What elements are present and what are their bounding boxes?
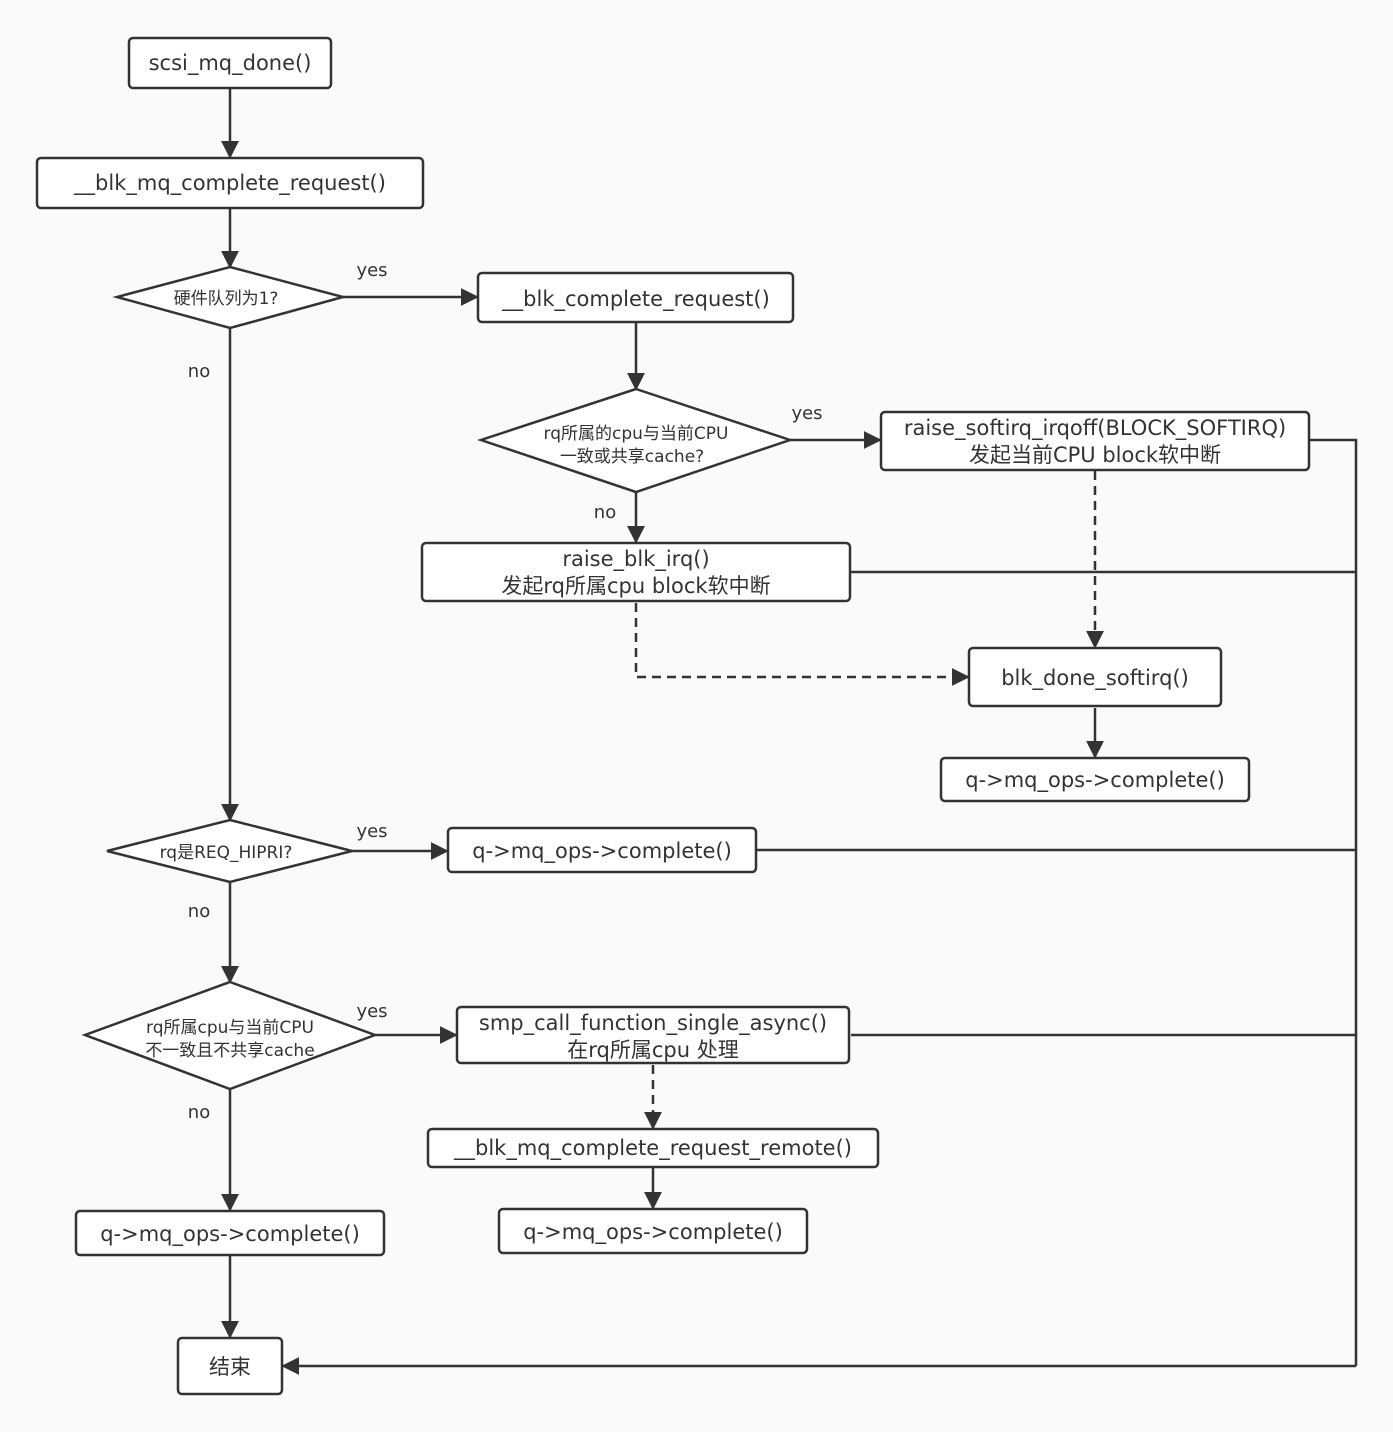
node-blk-mq-complete-request-label: __blk_mq_complete_request() — [73, 171, 386, 196]
label-samecpu-no: no — [594, 502, 616, 523]
label-hipri-yes: yes — [356, 821, 387, 842]
node-complete-remote: q->mq_ops->complete() — [497, 1207, 809, 1255]
node-raise-blk-irq-label-line2: 发起rq所属cpu block软中断 — [501, 574, 770, 598]
node-hipri-decision-shape — [106, 818, 353, 884]
label-samecpu-yes: yes — [791, 403, 822, 424]
node-hipri-decision-label: rq是REQ_HIPRI? — [160, 843, 293, 863]
node-complete-request-remote-shape — [426, 1127, 880, 1169]
node-same-cpu-decision-label-line1: rq所属的cpu与当前CPU — [544, 424, 729, 444]
node-diff-cpu-decision-label-line2: 不一致且不共享cache — [145, 1041, 314, 1061]
label-hwqueue-yes: yes — [356, 260, 387, 281]
node-scsi-mq-done-label: scsi_mq_done() — [149, 51, 312, 76]
label-hwqueue-no: no — [188, 361, 210, 382]
node-end: 结束 — [176, 1336, 284, 1396]
node-complete-local-shape — [74, 1209, 386, 1257]
node-complete-softirq-shape — [939, 756, 1251, 803]
node-complete-request-remote-label: __blk_mq_complete_request_remote() — [453, 1136, 852, 1161]
node-blk-done-softirq-label: blk_done_softirq() — [1001, 666, 1189, 691]
node-complete-request-remote: __blk_mq_complete_request_remote() — [426, 1127, 880, 1169]
label-diffcpu-yes: yes — [356, 1001, 387, 1022]
node-complete-remote-shape — [497, 1207, 809, 1255]
node-blk-done-softirq-shape — [967, 646, 1223, 708]
node-smp-call: smp_call_function_single_async() 在rq所属cp… — [455, 1005, 851, 1065]
node-blk-complete-request-shape — [476, 271, 795, 324]
node-complete-hipri-shape — [446, 826, 758, 874]
node-smp-call-label-line1: smp_call_function_single_async() — [479, 1011, 827, 1036]
node-scsi-mq-done-shape — [127, 36, 333, 90]
node-blk-mq-complete-request: __blk_mq_complete_request() — [35, 156, 425, 210]
label-diffcpu-no: no — [188, 1102, 210, 1123]
node-blk-mq-complete-request-shape — [35, 156, 425, 210]
node-blk-complete-request-label: __blk_complete_request() — [501, 287, 770, 312]
node-raise-blk-irq: raise_blk_irq() 发起rq所属cpu block软中断 — [420, 541, 852, 603]
node-raise-softirq-shape — [879, 410, 1311, 472]
node-complete-hipri-label: q->mq_ops->complete() — [472, 839, 732, 864]
node-smp-call-shape — [455, 1005, 851, 1065]
node-raise-blk-irq-label-line1: raise_blk_irq() — [562, 547, 709, 572]
node-same-cpu-decision: rq所属的cpu与当前CPU 一致或共享cache? — [477, 387, 794, 494]
edge-labels: yes no yes no yes no yes no — [188, 260, 823, 1123]
node-complete-local: q->mq_ops->complete() — [74, 1209, 386, 1257]
edge-blk-irq-to-done-softirq — [634, 603, 970, 686]
node-complete-hipri: q->mq_ops->complete() — [446, 826, 758, 874]
node-blk-complete-request: __blk_complete_request() — [476, 271, 795, 324]
node-complete-softirq: q->mq_ops->complete() — [939, 756, 1251, 803]
node-complete-remote-label: q->mq_ops->complete() — [523, 1220, 783, 1245]
edges — [221, 88, 1358, 1375]
node-hw-queue-decision-shape — [112, 265, 348, 330]
node-raise-softirq-label-line2: 发起当前CPU block软中断 — [969, 443, 1221, 467]
node-end-label: 结束 — [209, 1355, 251, 1379]
node-hw-queue-decision-label: 硬件队列为1? — [174, 289, 279, 309]
node-hw-queue-decision: 硬件队列为1? — [112, 265, 348, 330]
node-raise-softirq-label-line1: raise_softirq_irqoff(BLOCK_SOFTIRQ) — [904, 416, 1286, 441]
node-blk-done-softirq: blk_done_softirq() — [967, 646, 1223, 708]
node-same-cpu-decision-shape — [477, 387, 794, 494]
node-raise-softirq: raise_softirq_irqoff(BLOCK_SOFTIRQ) 发起当前… — [879, 410, 1311, 472]
node-same-cpu-decision-label-line2: 一致或共享cache? — [560, 447, 704, 467]
node-raise-blk-irq-shape — [420, 541, 852, 603]
node-end-shape — [176, 1336, 284, 1396]
node-scsi-mq-done: scsi_mq_done() — [127, 36, 333, 90]
node-complete-local-label: q->mq_ops->complete() — [100, 1222, 360, 1247]
node-complete-softirq-label: q->mq_ops->complete() — [965, 768, 1225, 793]
label-hipri-no: no — [188, 901, 210, 922]
node-hipri-decision: rq是REQ_HIPRI? — [106, 818, 353, 884]
node-diff-cpu-decision: rq所属cpu与当前CPU 不一致且不共享cache — [81, 980, 379, 1091]
node-smp-call-label-line2: 在rq所属cpu 处理 — [567, 1038, 738, 1062]
node-diff-cpu-decision-shape — [81, 980, 379, 1091]
node-diff-cpu-decision-label-line1: rq所属cpu与当前CPU — [146, 1018, 314, 1038]
edge-softirq-return — [1310, 438, 1358, 1366]
